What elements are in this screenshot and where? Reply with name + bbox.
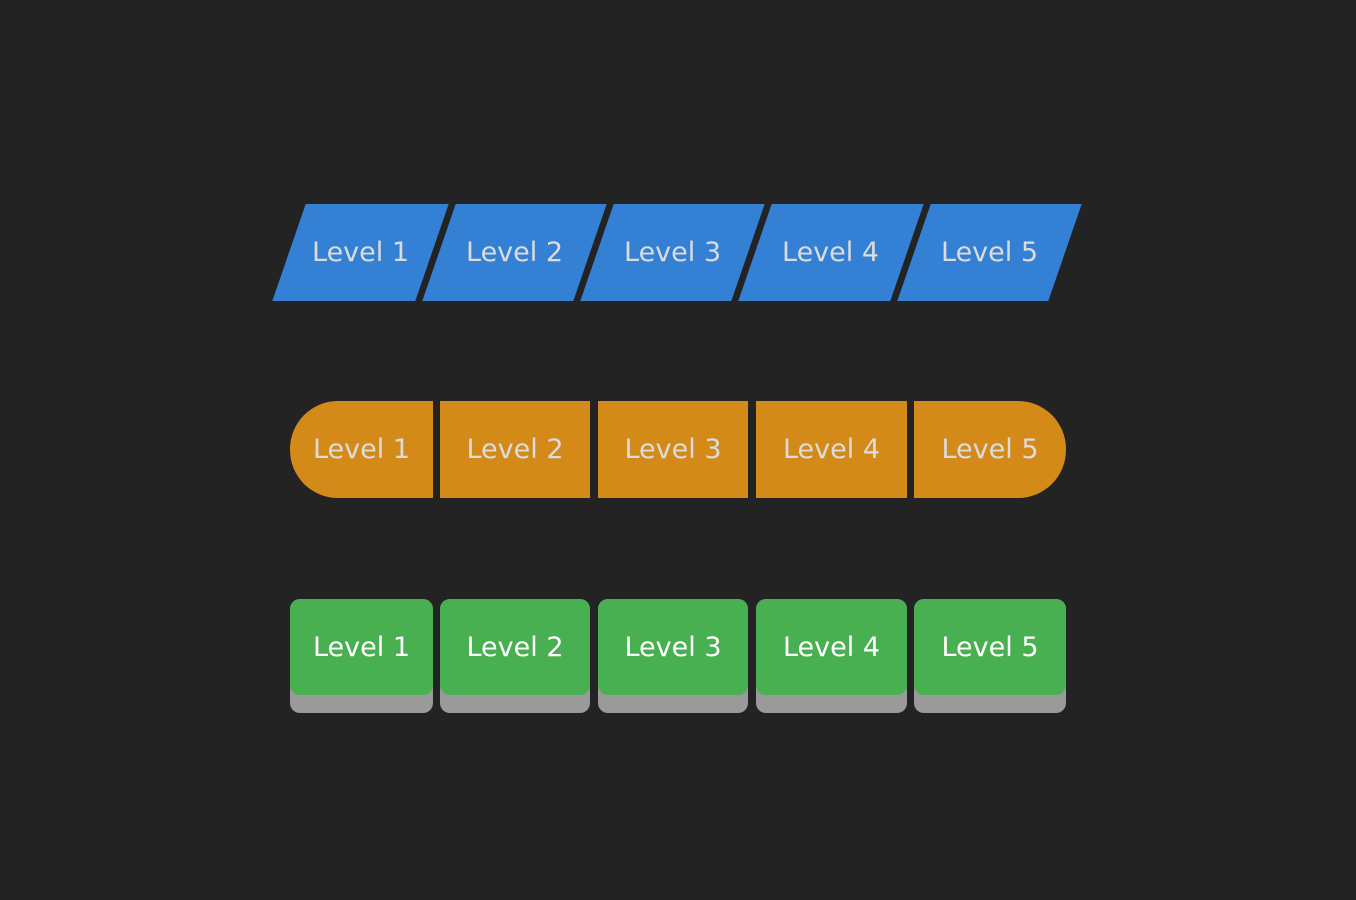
- keycap-level-2-button[interactable]: Level 2: [440, 599, 590, 713]
- keycap-face: Level 2: [440, 599, 590, 695]
- button-label: Level 5: [941, 434, 1039, 465]
- skewed-level-button-group: Level 1 Level 2 Level 3 Level 4 Level 5: [0, 204, 1356, 301]
- button-label: Level 1: [312, 434, 411, 465]
- keycap-face: Level 5: [914, 599, 1066, 695]
- button-label: Level 2: [466, 631, 564, 663]
- skewed-level-4-button[interactable]: Level 4: [738, 204, 924, 301]
- button-label: Level 2: [466, 434, 564, 465]
- keycap-level-button-group: Level 1 Level 2 Level 3 Level 4 Level 5: [0, 599, 1356, 713]
- keycap-face: Level 1: [290, 599, 433, 695]
- button-label: Level 4: [782, 434, 881, 465]
- button-label: Level 4: [782, 631, 881, 663]
- pill-level-1-button[interactable]: Level 1: [290, 401, 433, 498]
- skewed-level-1-button[interactable]: Level 1: [272, 204, 449, 301]
- button-label: Level 4: [782, 237, 880, 268]
- skewed-level-2-button[interactable]: Level 2: [422, 204, 607, 301]
- keycap-face: Level 3: [598, 599, 748, 695]
- keycap-level-4-button[interactable]: Level 4: [756, 599, 907, 713]
- keycap-level-5-button[interactable]: Level 5: [914, 599, 1066, 713]
- pill-level-2-button[interactable]: Level 2: [440, 401, 590, 498]
- pill-level-button-group: Level 1 Level 2 Level 3 Level 4 Level 5: [0, 401, 1356, 498]
- keycap-level-1-button[interactable]: Level 1: [290, 599, 433, 713]
- button-label: Level 3: [624, 631, 722, 663]
- pill-level-4-button[interactable]: Level 4: [756, 401, 907, 498]
- button-label: Level 1: [311, 237, 410, 268]
- pill-level-5-button[interactable]: Level 5: [914, 401, 1066, 498]
- pill-level-3-button[interactable]: Level 3: [598, 401, 748, 498]
- button-label: Level 5: [940, 237, 1039, 268]
- button-label: Level 1: [312, 631, 411, 663]
- skewed-level-5-button[interactable]: Level 5: [897, 204, 1082, 301]
- button-label: Level 3: [623, 237, 722, 268]
- skewed-level-3-button[interactable]: Level 3: [580, 204, 765, 301]
- button-label: Level 5: [941, 631, 1039, 663]
- keycap-face: Level 4: [756, 599, 907, 695]
- keycap-level-3-button[interactable]: Level 3: [598, 599, 748, 713]
- button-label: Level 2: [465, 237, 564, 268]
- button-label: Level 3: [624, 434, 722, 465]
